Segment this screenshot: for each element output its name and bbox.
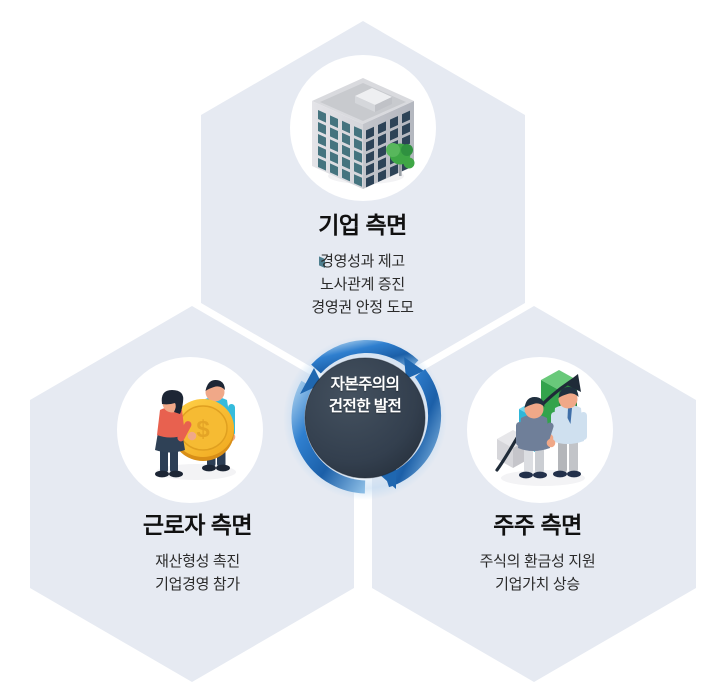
panel-left-line-1: 재산형성 촉진 — [155, 552, 240, 570]
panel-top-line-3: 경영권 안정 도모 — [311, 299, 414, 317]
office-building-icon — [312, 78, 415, 269]
panel-top-title: 기업 측면 — [318, 212, 407, 238]
panel-left-title: 근로자 측면 — [142, 512, 253, 538]
center-hub-line-2: 건전한 발전 — [328, 398, 402, 415]
woman-figure — [155, 390, 197, 478]
panel-top-line-2: 노사관계 증진 — [320, 275, 405, 293]
panel-right-text: 주주 측면 주식의 환금성 지원 기업가치 상승 — [405, 512, 670, 596]
center-hub[interactable] — [283, 336, 447, 500]
panel-top-text: 기업 측면 경영성과 제고 노사관계 증진 경영권 안정 도모 — [230, 212, 495, 319]
businessman-right-figure — [544, 387, 587, 478]
panel-left-line-2: 기업경영 참가 — [155, 575, 240, 593]
tree-icon — [386, 143, 415, 176]
center-hub-text: 자본주의의 건전한 발전 — [303, 374, 427, 418]
svg-text:$: $ — [196, 416, 210, 443]
panel-left-text: 근로자 측면 재산형성 촉진 기업경영 참가 — [65, 512, 330, 596]
hexagon-top[interactable] — [201, 21, 525, 397]
people-holding-coin-icon: $ — [155, 380, 236, 480]
center-hub-line-1: 자본주의의 — [330, 376, 400, 393]
businessman-left-figure — [516, 397, 556, 479]
panel-top-line-1: 경영성과 제고 — [320, 252, 405, 270]
panel-right-line-2: 기업가치 상승 — [495, 575, 580, 593]
panel-right-title: 주주 측면 — [493, 512, 582, 538]
panel-right-line-1: 주식의 환금성 지원 — [479, 552, 596, 570]
growth-chart-handshake-icon — [495, 370, 587, 486]
